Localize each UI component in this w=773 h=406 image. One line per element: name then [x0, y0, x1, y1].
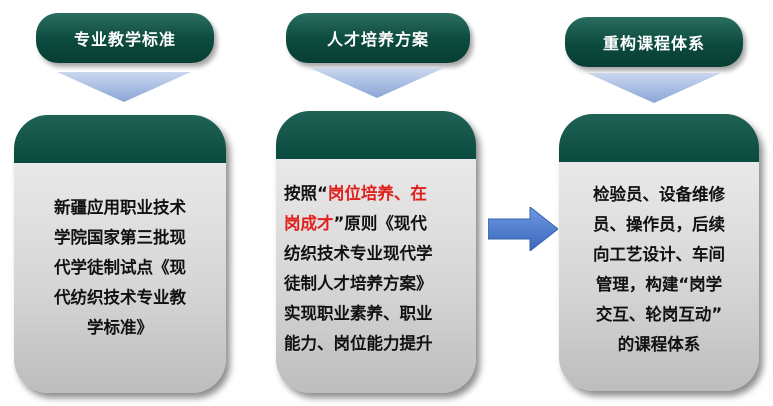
- step-3-down-chevron: [587, 73, 721, 103]
- card-line: 管理，构建“岗学: [595, 275, 723, 294]
- step-3-header: 重构课程体系: [565, 17, 743, 67]
- step-3-card: 检验员、设备维修 员、操作员，后续 向工艺设计、车间 管理，构建“岗学 交互、轮…: [559, 114, 759, 391]
- card-line: 能力、岗位能力提升: [284, 334, 433, 353]
- step-1-card: 新疆应用职业技术 学院国家第三批现 代学徒制试点《现 代纺织技术专业教 学标准》: [14, 115, 226, 393]
- card-line: 学标准》: [87, 318, 153, 337]
- step-1-header: 专业教学标准: [36, 13, 214, 63]
- step-2-title: 人才培养方案: [326, 30, 429, 49]
- card-line: 学院国家第三批现: [54, 228, 186, 247]
- card-line: 员、操作员，后续: [593, 215, 725, 234]
- card-line: 纺织技术专业现代学: [284, 244, 433, 263]
- step-2-down-chevron: [310, 68, 444, 98]
- step-2-header: 人才培养方案: [286, 13, 470, 63]
- highlight-text: 岗位培养、在: [327, 184, 427, 203]
- step-3-card-body: 检验员、设备维修 员、操作员，后续 向工艺设计、车间 管理，构建“岗学 交互、轮…: [559, 162, 759, 391]
- card-line: 交互、轮岗互动”: [595, 305, 723, 324]
- card-line: 新疆应用职业技术: [54, 198, 186, 217]
- right-arrow-icon: [488, 207, 558, 251]
- step-1-title: 专业教学标准: [73, 30, 176, 49]
- step-1-card-header-band: [14, 115, 226, 163]
- step-2-card-header-band: [276, 111, 476, 159]
- card-line: 徒制人才培养方案》: [284, 274, 433, 293]
- card-line: 向工艺设计、车间: [593, 245, 725, 264]
- step-1-down-chevron: [57, 72, 191, 102]
- card-line: 检验员、设备维修: [593, 185, 725, 204]
- highlight-text: 岗成才: [284, 214, 334, 233]
- step-2-card-body: 按照“岗位培养、在 岗成才”原则《现代 纺织技术专业现代学 徒制人才培养方案》 …: [276, 159, 476, 393]
- step-1-card-body: 新疆应用职业技术 学院国家第三批现 代学徒制试点《现 代纺织技术专业教 学标准》: [14, 163, 226, 393]
- step-1-card-text: 新疆应用职业技术 学院国家第三批现 代学徒制试点《现 代纺织技术专业教 学标准》: [28, 193, 212, 343]
- card-line: 代学徒制试点《现: [54, 258, 186, 277]
- step-3-card-header-band: [559, 114, 759, 162]
- step-3-card-text: 检验员、设备维修 员、操作员，后续 向工艺设计、车间 管理，构建“岗学 交互、轮…: [569, 180, 749, 360]
- card-line: 代纺织技术专业教: [54, 288, 186, 307]
- card-line: 岗成才”原则《现代: [284, 214, 427, 233]
- card-line: 实现职业素养、职业: [284, 304, 433, 323]
- step-2-card-text: 按照“岗位培养、在 岗成才”原则《现代 纺织技术专业现代学 徒制人才培养方案》 …: [284, 179, 468, 359]
- card-line: 按照“岗位培养、在: [284, 184, 427, 203]
- step-2-card: 按照“岗位培养、在 岗成才”原则《现代 纺织技术专业现代学 徒制人才培养方案》 …: [276, 111, 476, 393]
- step-3-title: 重构课程体系: [602, 34, 705, 53]
- card-line: 的课程体系: [617, 335, 701, 354]
